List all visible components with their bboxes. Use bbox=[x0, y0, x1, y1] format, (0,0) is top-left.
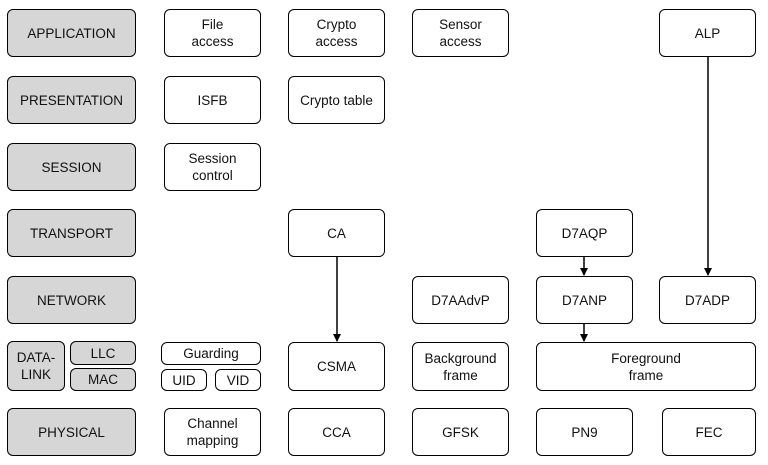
block-fec: FEC bbox=[662, 408, 756, 456]
layer-mac: MAC bbox=[70, 368, 136, 391]
layer-presentation: PRESENTATION bbox=[7, 76, 136, 124]
block-crypto-table: Crypto table bbox=[288, 76, 385, 124]
block-file-access: File access bbox=[164, 9, 261, 57]
block-gfsk: GFSK bbox=[412, 408, 509, 456]
block-alp: ALP bbox=[659, 9, 756, 57]
block-d7anp: D7ANP bbox=[536, 276, 633, 324]
block-ca: CA bbox=[288, 209, 385, 257]
block-vid: VID bbox=[215, 369, 261, 391]
block-isfb: ISFB bbox=[164, 76, 261, 124]
block-session-control: Session control bbox=[164, 143, 261, 191]
block-pn9: PN9 bbox=[536, 408, 633, 456]
layer-session: SESSION bbox=[7, 143, 136, 191]
block-d7aadvp: D7AAdvP bbox=[412, 276, 509, 324]
block-d7aqp: D7AQP bbox=[536, 209, 633, 257]
block-uid: UID bbox=[161, 369, 207, 391]
block-crypto-access: Crypto access bbox=[288, 9, 385, 57]
layer-physical: PHYSICAL bbox=[7, 408, 136, 456]
block-guarding: Guarding bbox=[161, 342, 261, 365]
block-d7adp: D7ADP bbox=[659, 276, 756, 324]
block-foreground-frame: Foreground frame bbox=[536, 342, 756, 391]
layer-llc: LLC bbox=[70, 341, 136, 365]
layer-datalink: DATA- LINK bbox=[7, 341, 65, 391]
layer-transport: TRANSPORT bbox=[7, 209, 136, 257]
block-channel-mapping: Channel mapping bbox=[164, 408, 261, 456]
block-sensor-access: Sensor access bbox=[412, 9, 509, 57]
layer-network: NETWORK bbox=[7, 276, 136, 324]
block-background-frame: Background frame bbox=[412, 342, 509, 391]
block-csma: CSMA bbox=[288, 342, 385, 391]
block-cca: CCA bbox=[288, 408, 385, 456]
layer-application: APPLICATION bbox=[7, 9, 136, 57]
